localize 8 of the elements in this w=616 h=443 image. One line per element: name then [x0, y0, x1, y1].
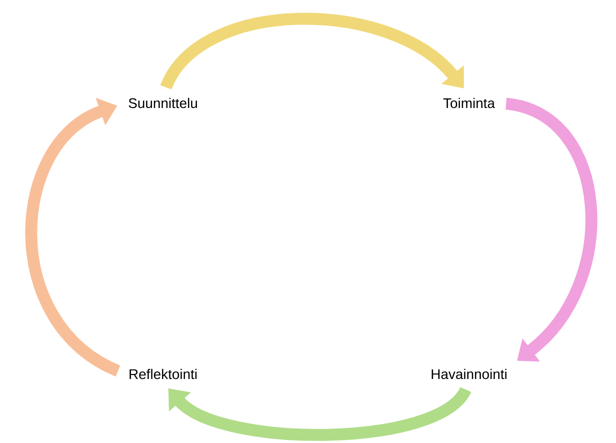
- step-label: Suunnittelu: [128, 98, 197, 108]
- curved-arrow: [168, 386, 471, 441]
- curved-arrow: [160, 12, 464, 90]
- step-label: Toiminta: [443, 98, 495, 108]
- step-label: Reflektointi: [130, 368, 197, 380]
- curved-arrow: [25, 98, 121, 376]
- step-label: Havainnointi: [432, 368, 506, 380]
- curved-arrow: [504, 98, 597, 362]
